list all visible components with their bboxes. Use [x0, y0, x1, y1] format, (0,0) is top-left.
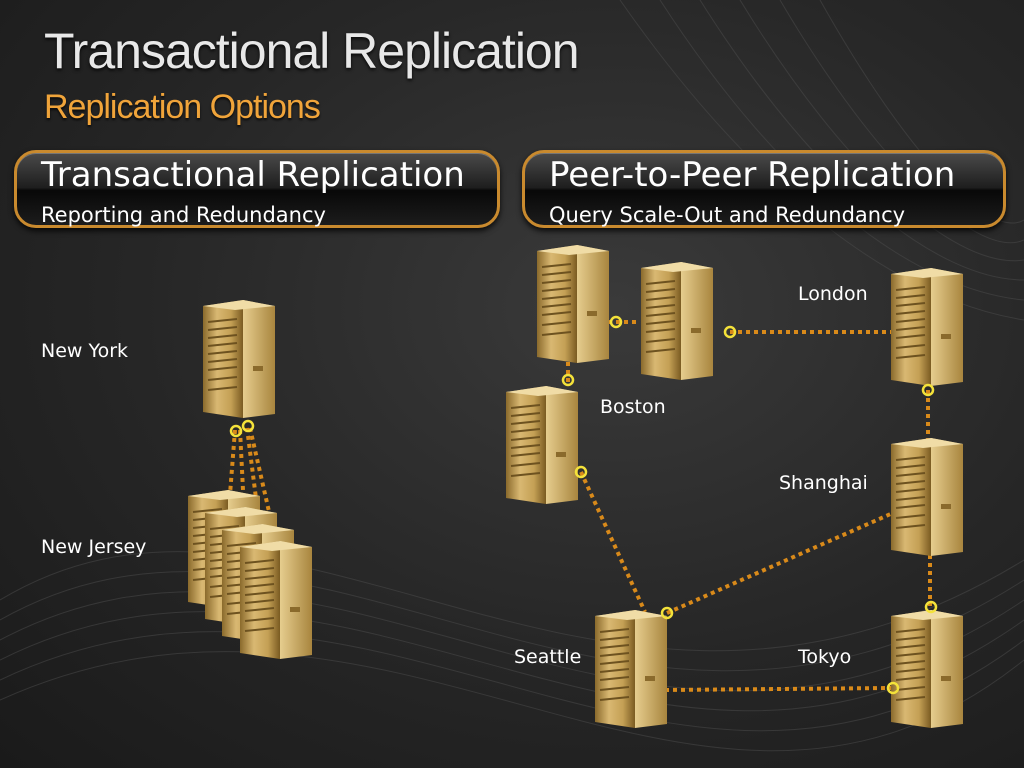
- connection-node-icon: [574, 465, 588, 479]
- connector-seattle-tokyo: [664, 686, 893, 692]
- panel-title: Transactional Replication: [41, 155, 465, 195]
- label-tokyo: Tokyo: [798, 646, 852, 668]
- connection-node-icon: [723, 325, 737, 339]
- server-icon-boston-3: [505, 385, 579, 505]
- server-icon-boston-2: [640, 261, 714, 381]
- peer-to-peer-replication-panel: Peer-to-Peer Replication Query Scale-Out…: [522, 150, 1006, 228]
- label-new-york: New York: [41, 340, 129, 362]
- slide-title: Transactional Replication: [44, 23, 580, 79]
- connector-shanghai-seattle: [666, 510, 896, 615]
- connector-boston-seattle: [579, 471, 647, 613]
- connection-node-icon: [609, 315, 623, 329]
- panel-subtitle: Reporting and Redundancy: [41, 203, 326, 227]
- server-icon-tokyo: [890, 609, 964, 729]
- label-new-jersey: New Jersey: [41, 536, 147, 558]
- transactional-replication-panel: Transactional Replication Reporting and …: [14, 150, 500, 228]
- slide-subtitle: Replication Options: [44, 88, 321, 126]
- connection-node-icon: [924, 600, 938, 614]
- panel-title: Peer-to-Peer Replication: [549, 155, 956, 195]
- label-london: London: [798, 283, 868, 305]
- server-icon-shanghai: [890, 437, 964, 557]
- connection-node-icon: [241, 419, 255, 433]
- server-icon-london: [890, 267, 964, 387]
- connection-node-icon: [886, 681, 900, 695]
- server-icon-new-jersey-4: [239, 540, 313, 660]
- connection-node-icon: [660, 606, 674, 620]
- server-icon-boston-1: [536, 244, 610, 364]
- panel-subtitle: Query Scale-Out and Redundancy: [549, 203, 906, 227]
- label-shanghai: Shanghai: [779, 472, 868, 494]
- label-boston: Boston: [600, 396, 666, 418]
- server-icon-new-york: [202, 299, 276, 419]
- connection-node-icon: [561, 373, 575, 387]
- connection-node-icon: [921, 383, 935, 397]
- server-icon-seattle: [594, 609, 668, 729]
- label-seattle: Seattle: [514, 646, 582, 668]
- connection-node-icon: [229, 424, 243, 438]
